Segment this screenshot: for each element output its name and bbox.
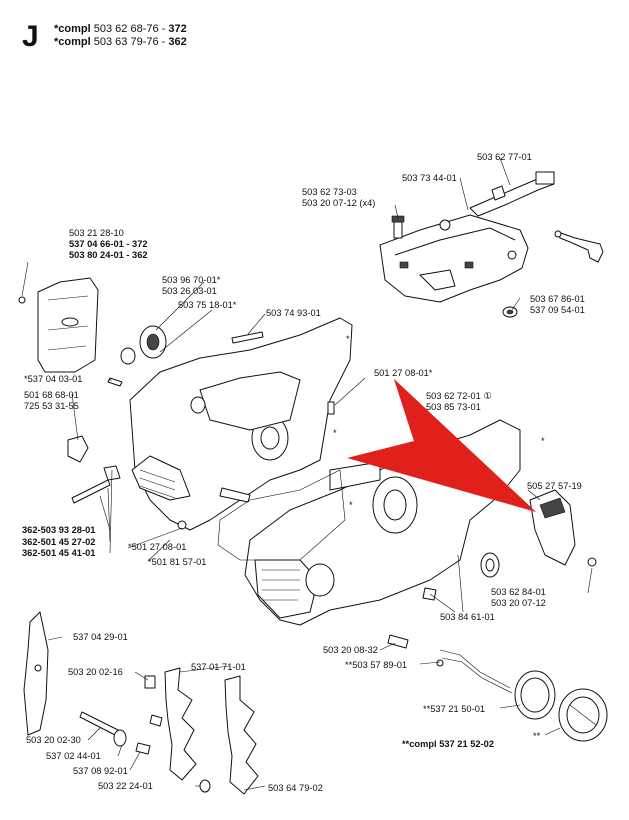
part-label: 362-503 93 28-01 <box>22 525 96 535</box>
part-label: 503 21 28-10 <box>69 228 124 238</box>
screw-top <box>391 215 405 239</box>
part-label: 537 08 92-01 <box>73 766 128 776</box>
part-label: 501 68 68-01 <box>24 390 79 400</box>
asterisk-marker: * <box>541 436 545 446</box>
tank-cap <box>558 688 608 742</box>
cable <box>436 649 513 694</box>
part-label: 505 27 57-19 <box>527 481 582 491</box>
header-number: 503 63 79-76 <box>93 36 159 48</box>
part-label: 503 64 79-02 <box>268 783 323 793</box>
washer <box>480 552 500 578</box>
crankcase-gasket <box>217 469 346 561</box>
clutch-cover <box>529 489 597 567</box>
part-label: 503 62 73-03 <box>302 187 357 197</box>
part-label: 503 62 72-01 ① <box>426 391 492 401</box>
part-label: 503 62 84-01 <box>491 587 546 597</box>
part-label: 537 02 44-01 <box>46 751 101 761</box>
part-label: *501 81 57-01 <box>148 557 207 567</box>
part-label: 503 20 02-30 <box>26 735 81 745</box>
part-label: 503 67 86-01 <box>530 294 585 304</box>
part-label: *501 27 08-01 <box>128 542 187 552</box>
rear-handle-bracket <box>379 214 529 303</box>
header-line-2: *compl 503 63 79-76 - 362 <box>54 36 187 48</box>
small-screw <box>231 331 264 344</box>
part-label: 503 74 93-01 <box>266 308 321 318</box>
part-label: 725 53 31-55 <box>24 401 79 411</box>
part-label: *537 04 03-01 <box>24 374 83 384</box>
asterisk-marker: * <box>349 500 353 510</box>
left-crankcase <box>129 317 353 531</box>
part-label: 503 20 07-12 <box>491 598 546 608</box>
pin <box>107 377 123 387</box>
stud <box>387 587 437 649</box>
part-label: 503 20 07-12 (x4) <box>302 198 376 208</box>
bar-spike-plate <box>23 611 49 736</box>
grommet <box>502 306 518 318</box>
part-label: 503 85 73-01 <box>426 402 481 412</box>
part-label: 503 80 24-01 - 362 <box>69 250 148 260</box>
guide-plate <box>18 277 99 373</box>
part-label: 537 01 71-01 <box>191 662 246 672</box>
part-label: ** <box>533 731 541 741</box>
part-label: 503 73 44-01 <box>402 173 457 183</box>
bumper-spike-2 <box>224 675 259 795</box>
bolt-long <box>71 465 121 504</box>
part-label: 503 20 08-32 <box>323 645 378 655</box>
part-label: 537 09 54-01 <box>530 305 585 315</box>
part-label: 362-501 45 27-02 <box>22 537 96 547</box>
part-label: 503 62 77-01 <box>477 152 532 162</box>
part-label: 537 04 66-01 - 372 <box>69 239 148 249</box>
header-model: 362 <box>168 36 187 48</box>
cap-gasket <box>514 670 556 720</box>
asterisk-marker: * <box>346 334 350 344</box>
part-label: 537 04 29-01 <box>73 632 128 642</box>
section-letter: J <box>22 20 39 53</box>
choke-rod <box>554 230 604 263</box>
crank-bearing <box>120 325 167 365</box>
asterisk-marker: * <box>333 428 337 438</box>
header-line-1: *compl 503 62 68-76 - 372 <box>54 23 187 35</box>
part-label: **503 57 89-01 <box>345 660 408 670</box>
header-model: 372 <box>168 23 187 35</box>
part-label: 503 84 61-01 <box>440 612 495 622</box>
header-prefix: *compl <box>54 36 91 48</box>
part-label: 503 26 03-01 <box>162 286 217 296</box>
part-label: **537 21 50-01 <box>423 704 486 714</box>
part-label: 501 27 08-01* <box>374 368 433 378</box>
part-label: 503 75 18-01* <box>178 300 237 310</box>
part-label: 503 96 70-01* <box>162 275 221 285</box>
part-label: 362-501 45 41-01 <box>22 548 96 558</box>
part-label: 503 22 24-01 <box>98 781 153 791</box>
bumper-spike-1 <box>164 667 197 781</box>
throttle-lever <box>469 171 555 217</box>
leader-lines <box>21 157 593 791</box>
part-label: **compl 537 21 52-02 <box>402 739 494 749</box>
part-label: 503 20 02-16 <box>68 667 123 677</box>
header-prefix: *compl <box>54 23 91 35</box>
bolts-lower <box>79 675 211 793</box>
chain-catcher <box>67 435 89 463</box>
header-number: 503 62 68-76 <box>93 23 159 35</box>
